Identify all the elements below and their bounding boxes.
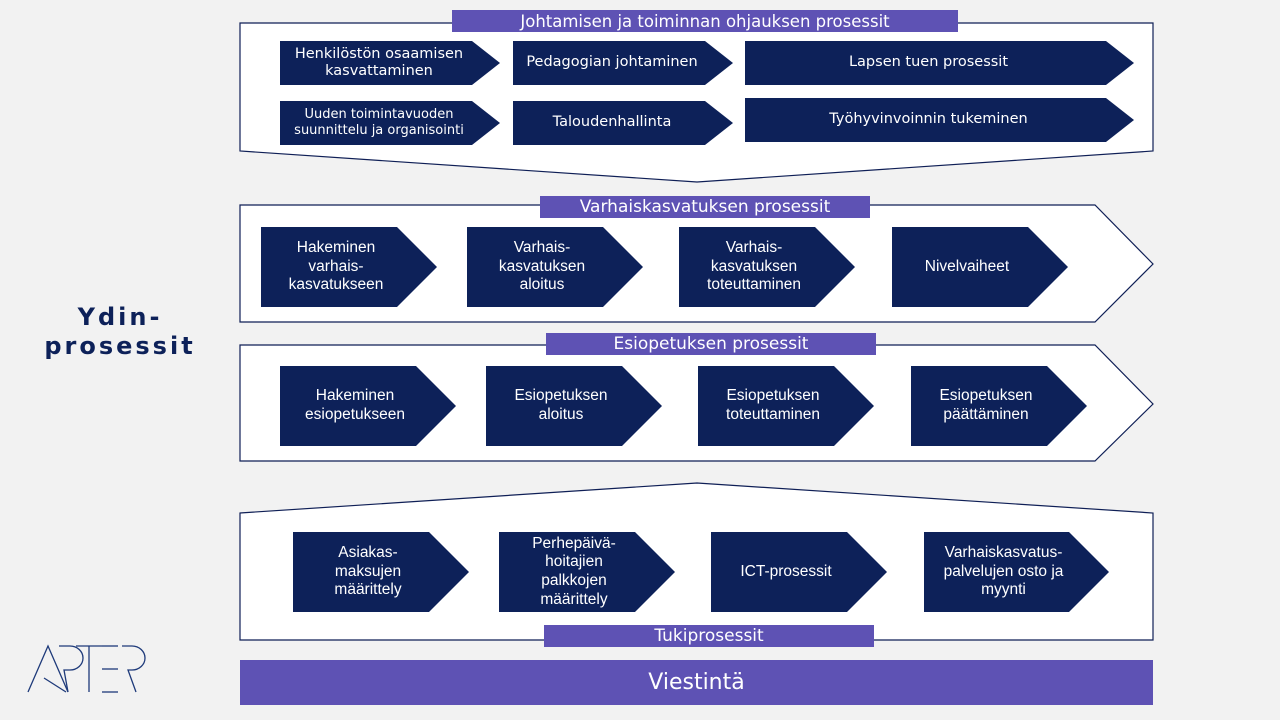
- communication-bar: Viestintä: [240, 660, 1153, 705]
- step-label: Esiopetuksen päättäminen: [939, 387, 1033, 423]
- step-label: Esiopetuksen aloitus: [514, 387, 608, 423]
- process-step[interactable]: Hakeminen esiopetukseen: [280, 366, 456, 446]
- step-label: Hakeminen esiopetukseen: [305, 387, 405, 423]
- process-step[interactable]: Työhyvinvoinnin tukeminen: [745, 98, 1134, 142]
- preschool-title: Esiopetuksen prosessit: [546, 333, 876, 355]
- support-title: Tukiprosessit: [544, 625, 874, 647]
- process-step[interactable]: Varhais- kasvatuksen aloitus: [467, 227, 643, 307]
- step-label: Lapsen tuen prosessit: [848, 54, 1009, 71]
- process-step[interactable]: Varhais- kasvatuksen toteuttaminen: [679, 227, 855, 307]
- core-processes-title: Ydin- prosessit: [44, 303, 196, 360]
- step-label: Varhais- kasvatuksen aloitus: [498, 239, 586, 294]
- process-step[interactable]: Uuden toimintavuoden suunnittelu ja orga…: [280, 101, 500, 145]
- process-step[interactable]: ICT-prosessit: [711, 532, 887, 612]
- step-label: Nivelvaiheet: [924, 257, 1010, 275]
- process-step[interactable]: Nivelvaiheet: [892, 227, 1068, 307]
- step-label: ICT-prosessit: [740, 562, 832, 580]
- step-label: Esiopetuksen toteuttaminen: [726, 387, 820, 423]
- step-label: Taloudenhallinta: [552, 114, 672, 131]
- step-label: Pedagogian johtaminen: [526, 54, 698, 71]
- process-step[interactable]: Henkilöstön osaamisen kasvattaminen: [280, 41, 500, 85]
- step-label: Työhyvinvoinnin tukeminen: [829, 111, 1028, 128]
- process-step[interactable]: Pedagogian johtaminen: [513, 41, 733, 85]
- process-step[interactable]: Asiakas- maksujen määrittely: [293, 532, 469, 612]
- process-step[interactable]: Lapsen tuen prosessit: [745, 41, 1134, 85]
- process-step[interactable]: Esiopetuksen päättäminen: [911, 366, 1087, 446]
- logo-glyphs: [27, 644, 146, 693]
- process-step[interactable]: Esiopetuksen toteuttaminen: [698, 366, 874, 446]
- process-step[interactable]: Varhaiskasvatus- palvelujen osto ja myyn…: [924, 532, 1109, 612]
- process-step[interactable]: Hakeminen varhais- kasvatukseen: [261, 227, 437, 307]
- step-label: Varhais- kasvatuksen toteuttaminen: [707, 239, 801, 294]
- step-label: Varhaiskasvatus- palvelujen osto ja myyn…: [943, 544, 1064, 599]
- step-label: Hakeminen varhais- kasvatukseen: [288, 239, 384, 294]
- arter-logo: [27, 644, 146, 693]
- process-step[interactable]: Perhepäivä- hoitajien palkkojen määritte…: [499, 532, 675, 612]
- step-label: Henkilöstön osaamisen kasvattaminen: [294, 45, 464, 79]
- process-step[interactable]: Taloudenhallinta: [513, 101, 733, 145]
- step-label: Perhepäivä- hoitajien palkkojen määritte…: [532, 534, 616, 608]
- step-label: Uuden toimintavuoden suunnittelu ja orga…: [294, 107, 464, 138]
- management-title: Johtamisen ja toiminnan ohjauksen proses…: [452, 10, 958, 32]
- process-step[interactable]: Esiopetuksen aloitus: [486, 366, 662, 446]
- step-label: Asiakas- maksujen määrittely: [334, 544, 402, 599]
- early-education-title: Varhaiskasvatuksen prosessit: [540, 196, 870, 218]
